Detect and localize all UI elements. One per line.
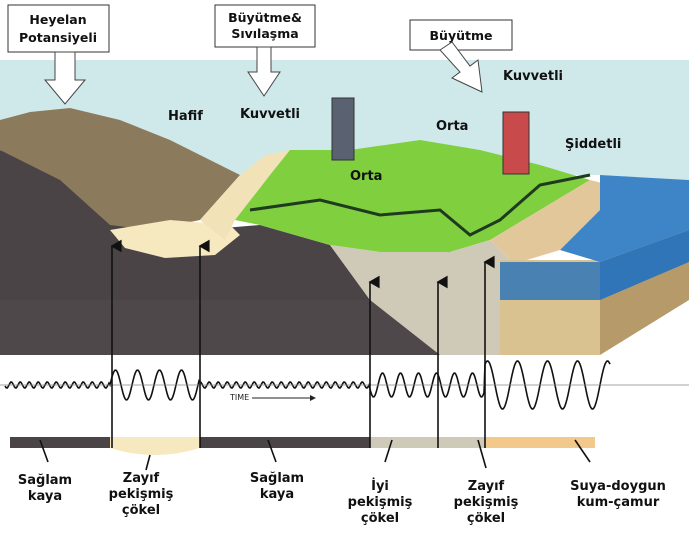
bottom-label-good-3: çökel: [361, 511, 399, 526]
zone-label-severe: Şiddetli: [565, 137, 621, 152]
leader-arrow: [145, 454, 151, 471]
sea-side-face: [600, 230, 689, 300]
leader-arrow: [477, 439, 487, 469]
callout-amplification-box: [409, 19, 513, 51]
seismic-wave: [4, 360, 611, 410]
sea-front: [500, 262, 600, 300]
saturated-sand-layer: [490, 180, 610, 262]
leader-arrow: [384, 439, 393, 463]
strip-weak-left: [110, 437, 200, 448]
callout-amp-liq-line2: Sıvılaşma: [231, 26, 298, 41]
sand-strip-left: [200, 150, 290, 240]
bottom-label-good-2: pekişmiş: [348, 495, 413, 510]
zone-label-moderate-center: Orta: [350, 169, 382, 184]
bottom-label-weak-right-2: pekişmiş: [454, 495, 519, 510]
leader-arrow: [574, 439, 591, 463]
bottom-label-bedrock-left-1: Sağlam: [18, 473, 72, 488]
bedrock-lower: [0, 300, 440, 355]
bottom-label-saturated-2: kum-çamur: [577, 495, 660, 510]
bottom-label-weak-left-2: pekişmiş: [109, 487, 174, 502]
bottom-label-good-1: İyi: [371, 478, 389, 494]
leader-arrow: [39, 439, 49, 463]
callout-landslide-line2: Potansiyeli: [19, 30, 97, 45]
road: [249, 173, 591, 237]
zone-label-strong-left: Kuvvetli: [240, 107, 300, 122]
strip-saturated: [485, 437, 595, 448]
callout-amp-liq-arrow: [247, 46, 281, 97]
sea-surface: [560, 175, 689, 262]
zone-label-light: Hafif: [168, 109, 203, 124]
good-sediment: [330, 240, 520, 355]
strip-good-sediment: [370, 437, 485, 448]
callout-landslide-box: [7, 4, 110, 53]
callout-amplification-arrow: [439, 41, 483, 93]
bottom-label-bedrock-center-2: kaya: [260, 487, 294, 502]
grassland: [235, 140, 590, 252]
callout-amp-liq-line1: Büyütme&: [228, 10, 302, 25]
leader-arrow: [267, 439, 277, 463]
callout-landslide-line1: Heyelan: [29, 12, 86, 27]
callout-amplification-text: Büyütme: [430, 28, 493, 43]
time-label: TIME: [229, 393, 249, 402]
bottom-label-bedrock-left-2: kaya: [28, 489, 62, 504]
strip-weak-left-bulge: [110, 448, 200, 455]
time-arrow-head: [310, 395, 316, 401]
bottom-label-weak-right-1: Zayıf: [468, 479, 505, 494]
tower-right: [502, 111, 530, 175]
bottom-label-weak-left-1: Zayıf: [123, 471, 160, 486]
zone-label-moderate-right: Orta: [436, 119, 468, 134]
bottom-label-bedrock-center-1: Sağlam: [250, 471, 304, 486]
bottom-label-weak-left-3: çökel: [122, 503, 160, 518]
tower-left: [331, 97, 355, 161]
bottom-label-saturated-1: Suya-doygun: [570, 479, 666, 494]
zone-label-strong-right: Kuvvetli: [503, 69, 563, 84]
callout-amplification-liquefaction-box: [214, 4, 316, 48]
hill: [0, 108, 240, 230]
callout-landslide-arrow: [43, 51, 87, 105]
bottom-label-weak-right-3: çökel: [467, 511, 505, 526]
